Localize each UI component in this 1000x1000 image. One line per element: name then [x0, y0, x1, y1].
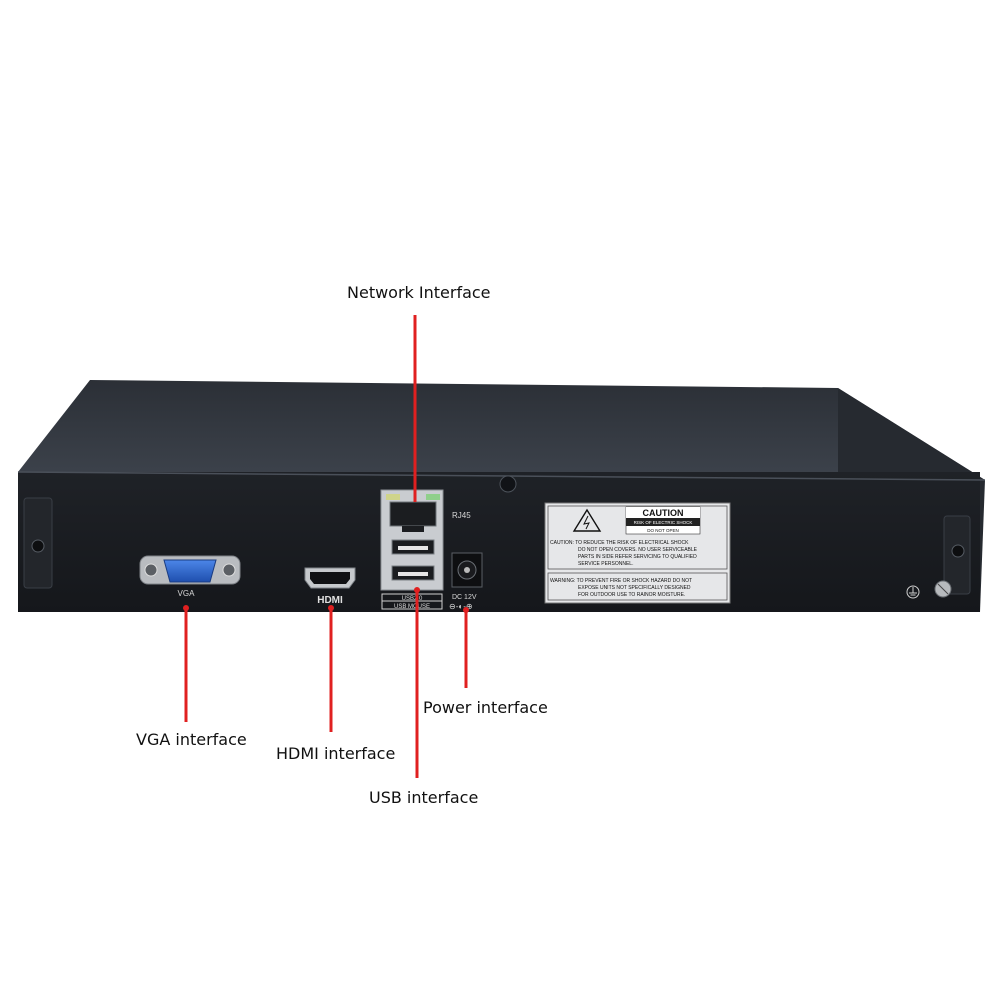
left-screw-icon	[31, 539, 45, 553]
dc-power-jack: DC 12V ⊖-◐-⊕	[449, 552, 483, 611]
caution-sticker: CAUTION RISK OF ELECTRIC SHOCK DO NOT OP…	[544, 502, 731, 604]
ground-terminal	[906, 580, 952, 599]
device-back-panel	[18, 472, 980, 612]
device-top-surface	[18, 380, 985, 480]
usb-label-bottom: USB MOUSE	[394, 604, 430, 610]
vga-label: VGA	[178, 589, 196, 598]
caution-title: CAUTION	[643, 508, 684, 518]
caution-sub2: DO NOT OPEN	[647, 528, 678, 533]
leader-lines	[184, 315, 468, 778]
rj45-usb-block: USB2.0 USB MOUSE RJ45	[380, 489, 471, 610]
rj45-port	[389, 501, 437, 527]
caution-line-2: DO NOT OPEN COVERS. NO USER SERVICEABLE	[578, 547, 698, 553]
warning-line-3: FOR OUTDOOR USE TO RAINOR MOISTURE.	[578, 592, 685, 598]
right-screw-icon	[951, 544, 965, 558]
usb-label-top: USB2.0	[402, 596, 423, 602]
usb-interface-label: USB interface	[369, 788, 479, 807]
caution-sub1: RISK OF ELECTRIC SHOCK	[634, 520, 693, 525]
vga-port: VGA	[139, 555, 241, 598]
warning-triangle-icon	[572, 508, 602, 532]
hdmi-interface-label: HDMI interface	[276, 744, 396, 763]
warning-line-2: EXPOSE UNITS NOT SPECIFICALLY DESIGNED	[578, 585, 691, 591]
ground-icon	[906, 585, 920, 599]
caution-line-3: PARTS IN SIDE REFER SERVICING TO QUALIFI…	[578, 554, 697, 560]
vga-interface-label: VGA interface	[136, 730, 247, 749]
rj45-label: RJ45	[452, 511, 471, 520]
dc-label: DC 12V	[452, 594, 477, 601]
top-screw-icon	[499, 475, 517, 493]
warning-line-1: WARNING: TO PREVENT FIRE OR SHOCK HAZARD…	[550, 578, 692, 584]
network-interface-label: Network Interface	[347, 283, 491, 302]
caution-line-1: CAUTION: TO REDUCE THE RISK OF ELECTRICA…	[550, 540, 689, 546]
svg-text:⊖-◐-⊕: ⊖-◐-⊕	[449, 602, 473, 611]
power-interface-label: Power interface	[423, 698, 548, 717]
hdmi-label: HDMI	[317, 595, 343, 606]
hdmi-port: HDMI	[304, 567, 356, 606]
caution-line-4: SERVICE PERSONNEL.	[578, 561, 633, 567]
